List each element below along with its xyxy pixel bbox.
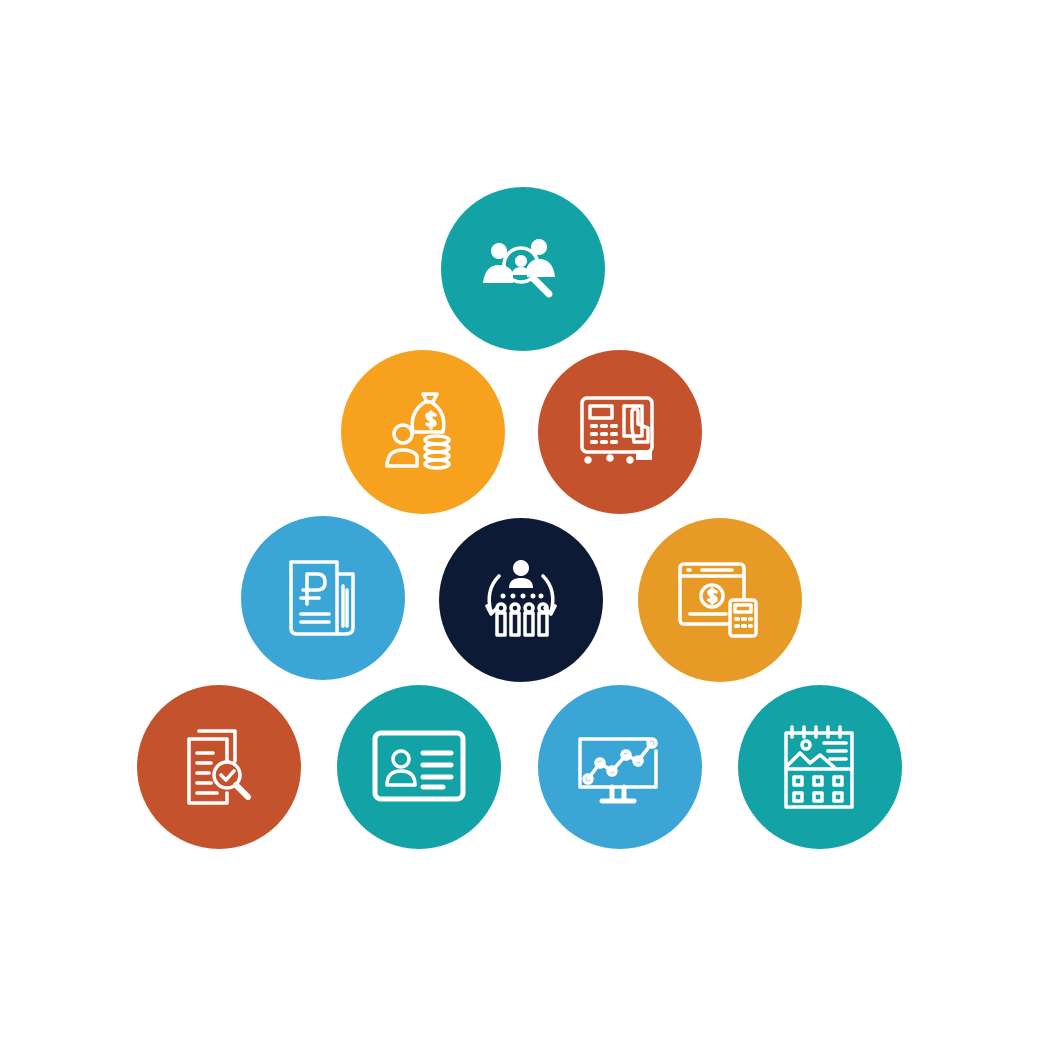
circle-document-review (137, 685, 301, 849)
people-search-icon (483, 239, 555, 298)
salary-calculator-icon (678, 562, 758, 638)
circle-calendar (738, 685, 902, 849)
id-card-icon (372, 730, 466, 802)
circle-salary-calculator (638, 518, 802, 682)
circle-team-management (439, 518, 603, 682)
circle-analytics (538, 685, 702, 849)
payroll-money-bag-icon (385, 392, 451, 470)
circle-ruble-document (241, 516, 405, 680)
circle-id-card (337, 685, 501, 849)
time-attendance-terminal-icon (580, 396, 654, 464)
document-review-icon (187, 729, 251, 805)
circle-time-attendance (538, 350, 702, 514)
analytics-monitor-icon (578, 737, 658, 804)
team-management-cycle-icon (485, 560, 557, 637)
circle-payroll (341, 350, 505, 514)
circle-people-search (441, 187, 605, 351)
ruble-document-icon (289, 560, 355, 636)
calendar-schedule-icon (784, 725, 854, 809)
